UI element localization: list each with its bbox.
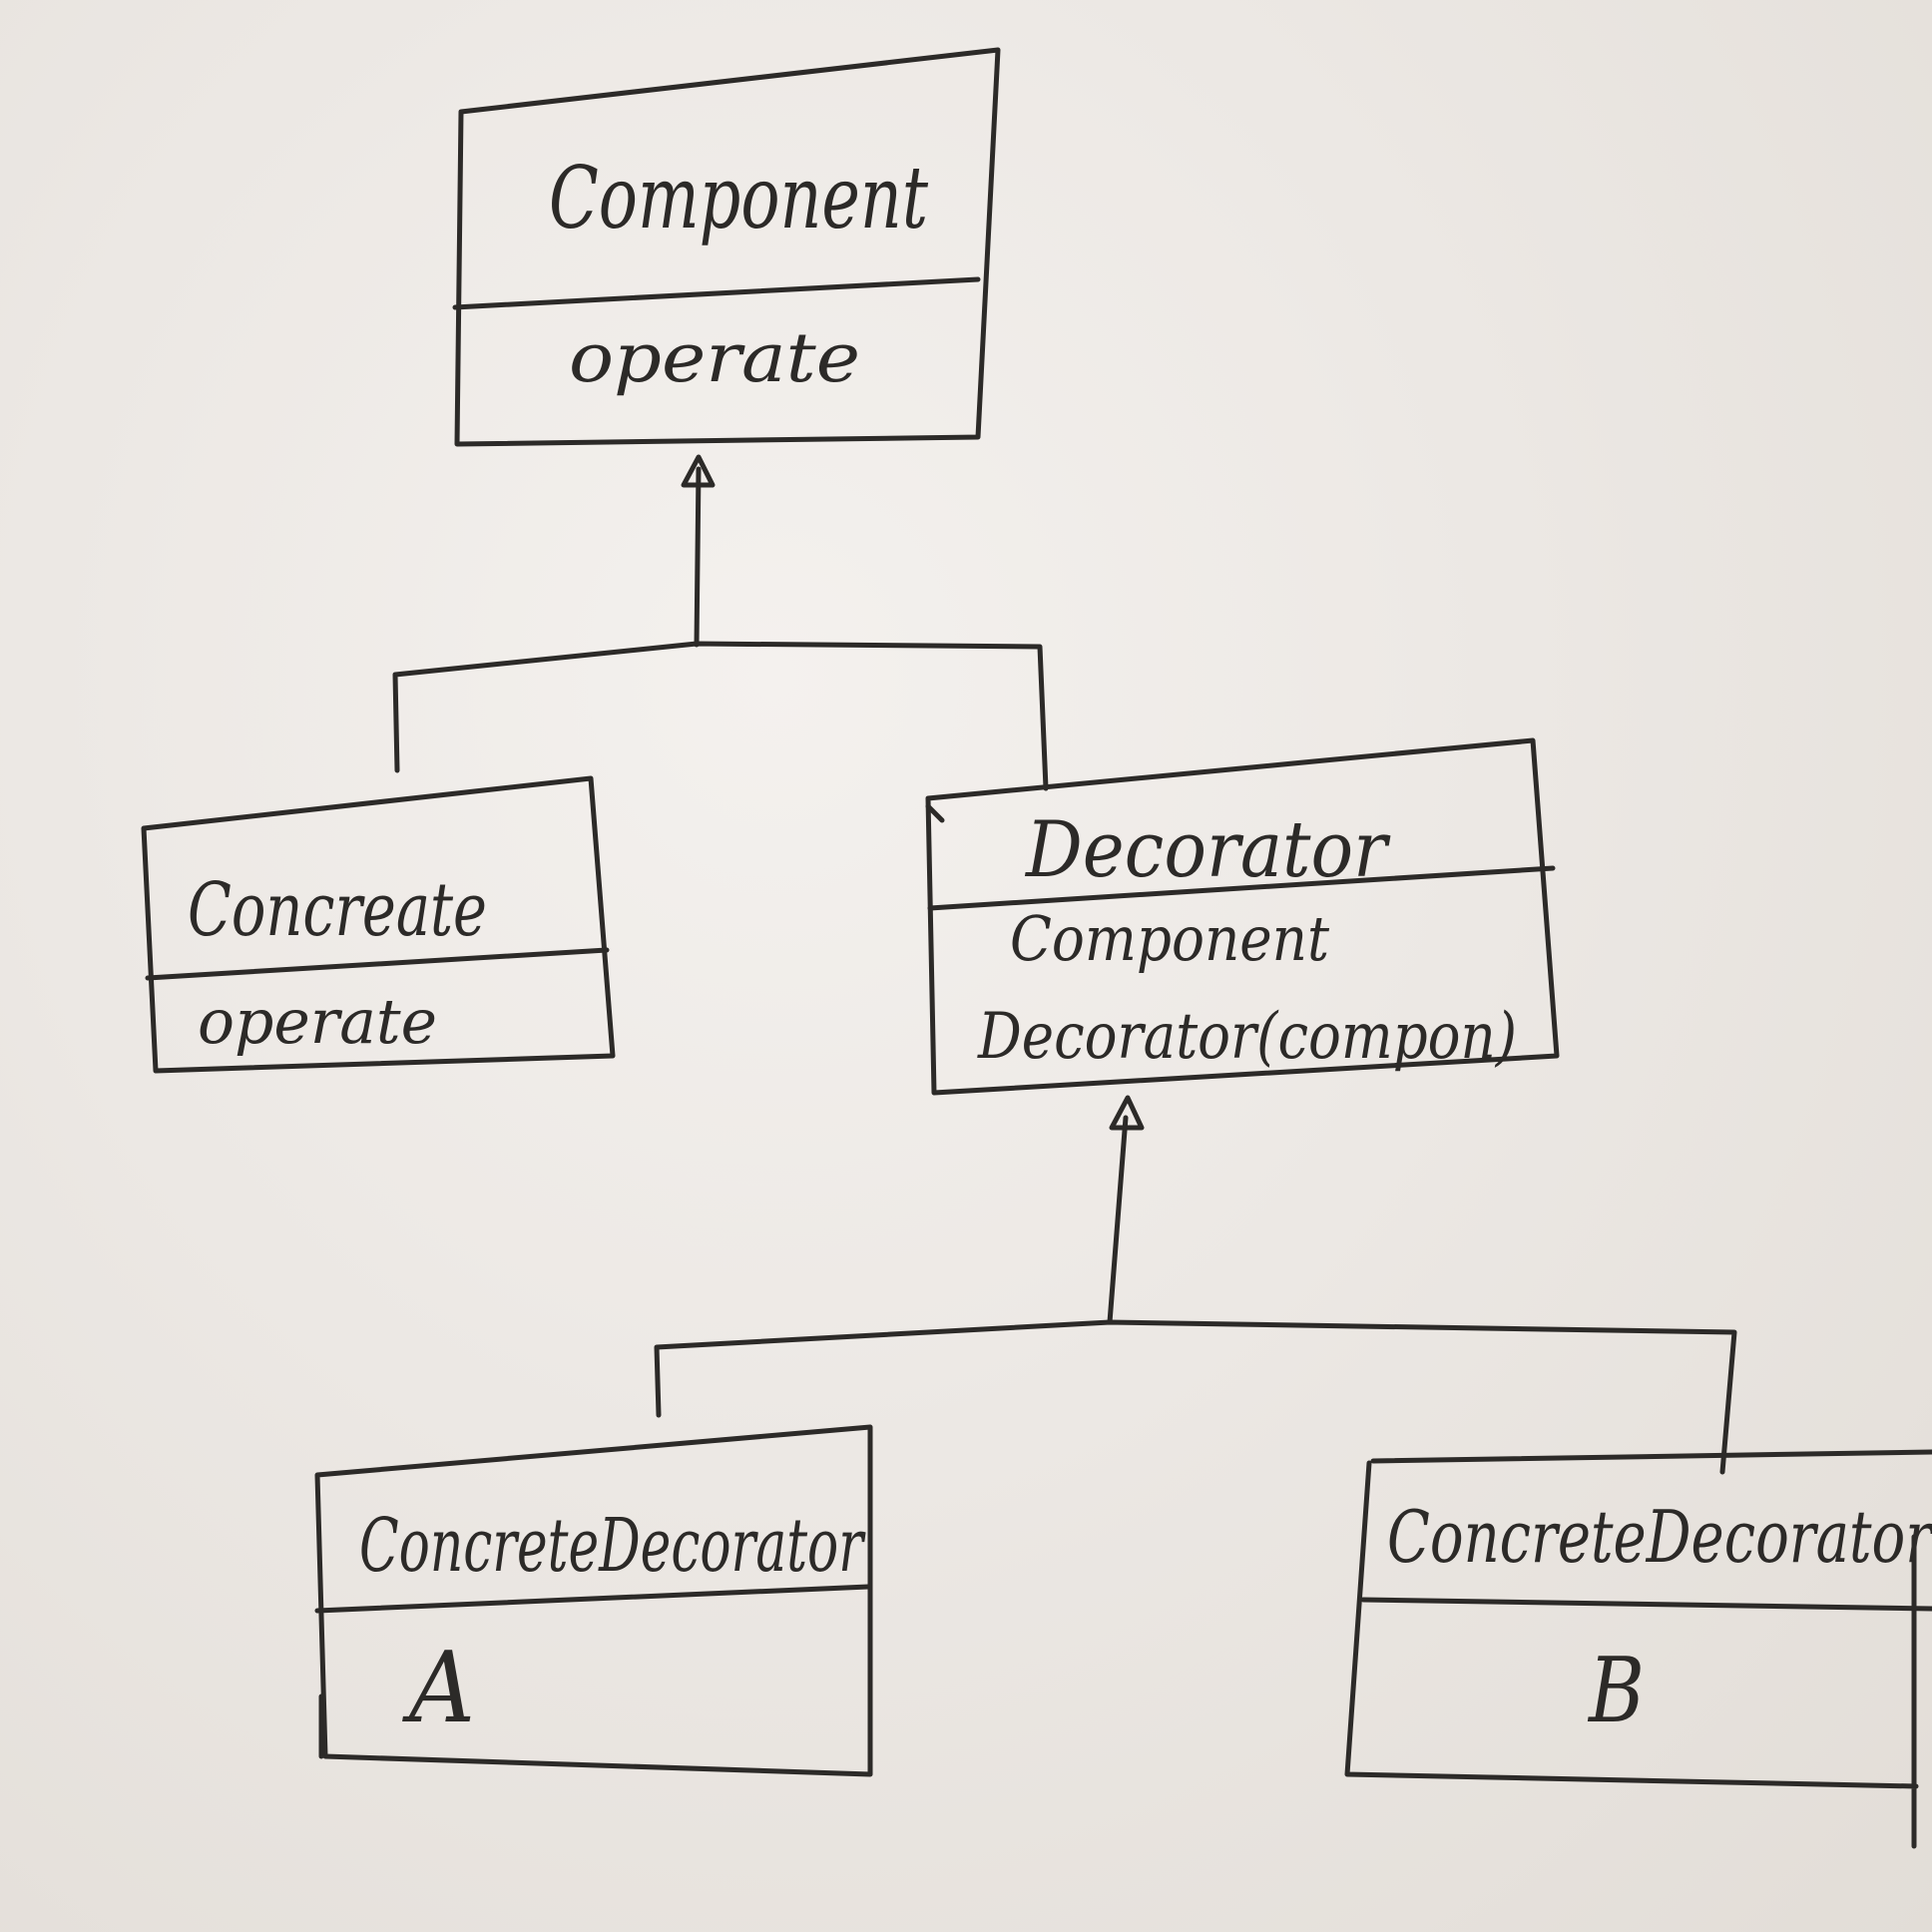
concrete-decorator-b-name: ConcreteDecorator <box>1387 1495 1932 1579</box>
concrete-decorator-a-label: A <box>402 1632 475 1745</box>
concreate-operation: operate <box>198 985 437 1058</box>
decorator-operation: Decorator(compon) <box>977 1000 1517 1074</box>
component-class-box: Component operate <box>452 47 1001 447</box>
concrete-decorator-b-label: B <box>1587 1639 1645 1743</box>
concrete-decorator-b-box: ConcreteDecorator B <box>1344 1449 1932 1849</box>
decorator-class-box: Decorator Component Decorator(compon) <box>925 737 1560 1096</box>
inheritance-arrow-component <box>392 454 1049 791</box>
decorator-attribute: Component <box>1010 902 1329 975</box>
concrete-decorator-a-name: ConcreteDecorator <box>359 1503 866 1589</box>
concrete-decorator-a-box: ConcreteDecorator A <box>314 1424 873 1777</box>
component-operation: operate <box>569 319 860 398</box>
inheritance-arrow-decorator <box>654 1095 1737 1475</box>
concreate-class-box: Concreate operate <box>141 775 616 1074</box>
component-class-name: Component <box>549 149 928 248</box>
concreate-class-name: Concreate <box>188 867 487 953</box>
decorator-class-name: Decorator <box>1024 805 1391 895</box>
